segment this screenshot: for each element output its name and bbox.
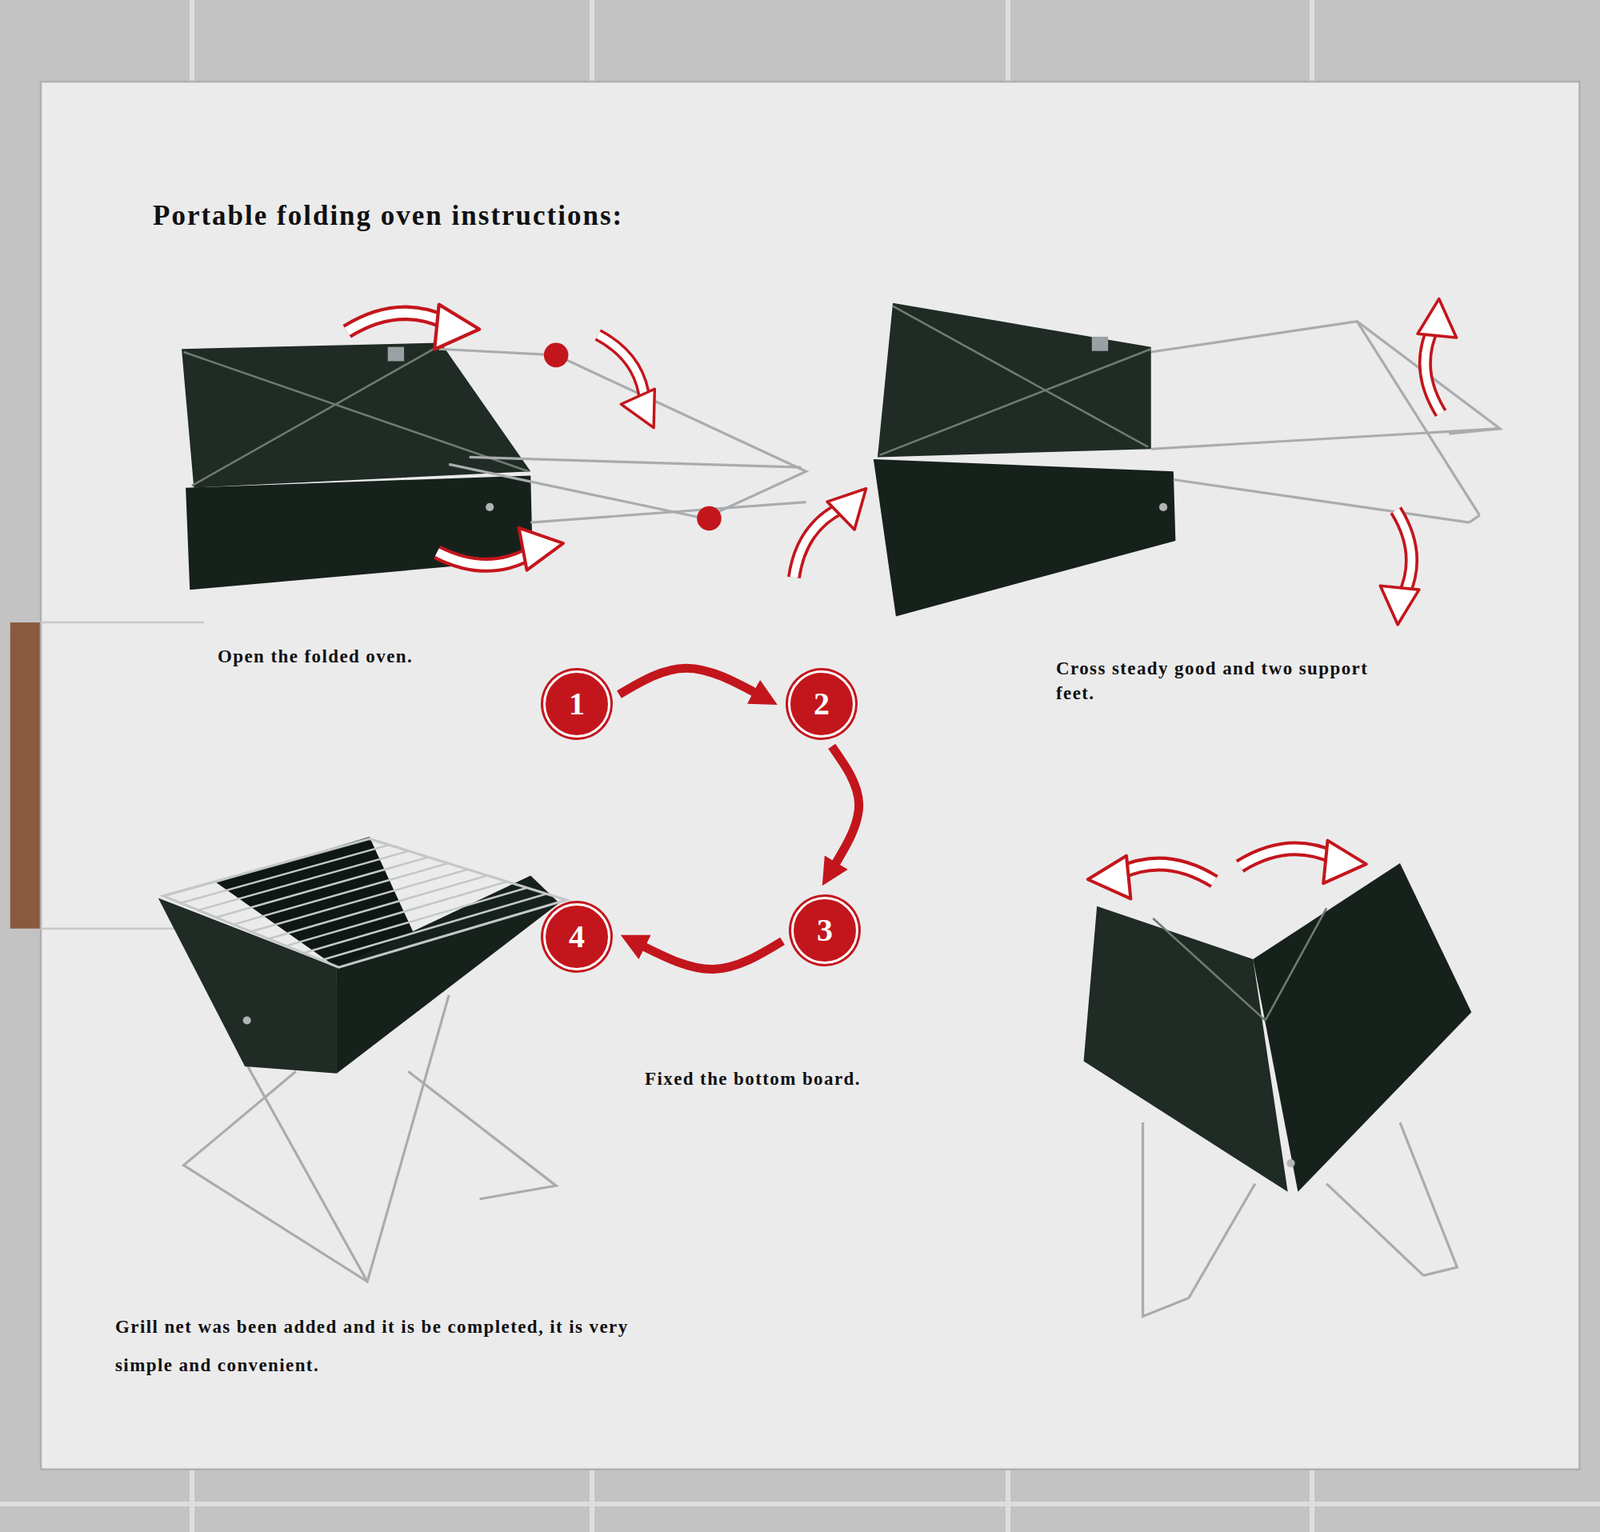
motion-arrow xyxy=(776,475,880,588)
wire-leg xyxy=(1151,321,1500,434)
panel-crease xyxy=(892,306,1148,448)
motion-arrow xyxy=(435,524,565,578)
step-number-circle: 4 xyxy=(543,903,611,971)
rivet xyxy=(1286,1159,1295,1168)
wire-leg xyxy=(1188,1184,1256,1299)
wire-leg xyxy=(1326,1184,1424,1276)
panel-crease xyxy=(1265,908,1328,1020)
oven-panel xyxy=(185,475,533,590)
step-caption: Grill net was been added and it is be co… xyxy=(115,1308,668,1385)
pivot-dot xyxy=(696,506,722,532)
fold-line xyxy=(40,621,204,624)
oven-panel xyxy=(181,343,531,488)
panel-crease xyxy=(1152,918,1265,1021)
latch xyxy=(1092,336,1108,352)
panel-crease xyxy=(879,348,1151,456)
wire-leg xyxy=(438,348,806,519)
motion-arrow xyxy=(1088,856,1215,900)
rivet xyxy=(243,1016,252,1024)
step-arrow xyxy=(640,940,783,969)
step-number-circle: 3 xyxy=(791,896,859,964)
step-caption: Cross steady good and two support feet. xyxy=(1056,656,1376,706)
wire-leg xyxy=(1151,428,1500,450)
latch xyxy=(388,347,404,362)
oven-panel xyxy=(336,875,560,1073)
folded-oven xyxy=(181,343,807,591)
motion-arrow xyxy=(1417,299,1456,414)
callout-number: 1 xyxy=(568,688,585,720)
panel-crease xyxy=(192,344,441,486)
step-arrow xyxy=(619,668,759,695)
oven-panel xyxy=(873,459,1176,616)
step-number-circle: 1 xyxy=(543,670,611,738)
oven-panel xyxy=(877,303,1152,458)
wire-leg xyxy=(1469,515,1480,523)
wire-leg xyxy=(469,456,802,468)
pivot-dot xyxy=(544,343,569,368)
motion-arrow xyxy=(1380,510,1419,625)
oven-panel xyxy=(1084,906,1288,1192)
step-number-circle: 2 xyxy=(788,670,856,738)
callout-number: 4 xyxy=(568,920,585,953)
step-caption: Fixed the bottom board. xyxy=(644,1067,861,1092)
box-flap xyxy=(10,622,44,929)
wire-leg xyxy=(1143,1122,1189,1316)
oven-panel xyxy=(1252,863,1472,1192)
wire-leg xyxy=(1400,1122,1457,1276)
box-panel xyxy=(40,81,1580,1470)
motion-arrow xyxy=(1240,840,1367,884)
title: Portable folding oven instructions: xyxy=(152,200,624,232)
finished-grill xyxy=(158,836,567,1282)
grill-rungs xyxy=(180,844,547,960)
callout-number: 3 xyxy=(816,914,833,947)
oven-panel xyxy=(158,897,337,1073)
wire-leg xyxy=(530,502,806,524)
callout-number: 2 xyxy=(813,688,830,720)
grill-net xyxy=(163,838,567,968)
wire-leg xyxy=(1356,321,1480,516)
step-caption: Open the folded oven. xyxy=(217,644,413,669)
panel-crease xyxy=(184,352,529,472)
v-oven xyxy=(1084,863,1472,1316)
rivet xyxy=(1159,503,1168,512)
wire-leg xyxy=(1173,479,1470,523)
motion-arrow xyxy=(584,324,671,436)
step-arrow xyxy=(832,746,860,868)
motion-arrow xyxy=(347,304,480,350)
rivet xyxy=(485,503,494,512)
